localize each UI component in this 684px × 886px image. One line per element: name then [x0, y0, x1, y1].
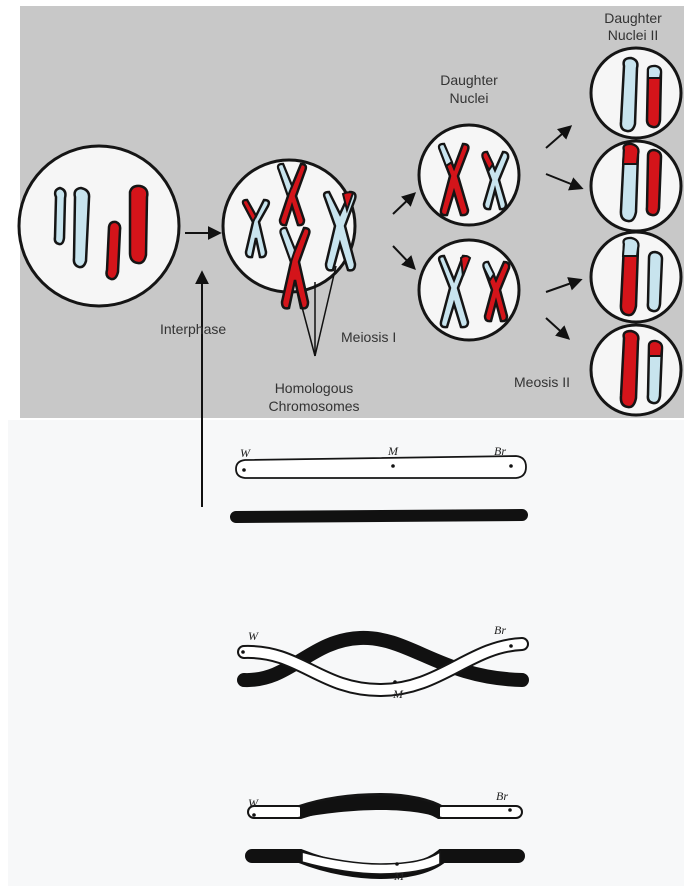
gene-label-br: Br — [494, 624, 506, 636]
gene-locus-br — [509, 464, 513, 468]
chromosomes-label: Chromosomes — [244, 398, 384, 414]
chromosome-red — [130, 186, 147, 263]
daughter-nucleus-2-d — [591, 325, 681, 415]
interphase-label: Interphase — [160, 321, 226, 337]
chromosome-light — [55, 188, 66, 244]
daughter-nuclei-label-line-2: Nuclei — [424, 90, 514, 106]
daughter-nuclei-2-label-line-1: Daughter — [588, 10, 678, 26]
gene-label-w: W — [248, 630, 258, 642]
gene-locus-w — [242, 468, 246, 472]
meiosis-2-label: Meosis II — [514, 374, 570, 390]
gene-label-w: W — [240, 447, 250, 459]
daughter-nuclei-label-line-1: Daughter — [424, 72, 514, 88]
daughter-nucleus-2-c — [591, 232, 681, 322]
gene-label-w: W — [248, 797, 258, 809]
daughter-nucleus-top — [419, 125, 519, 225]
chromosome-light — [74, 188, 89, 267]
daughter-nucleus-bottom — [419, 240, 519, 340]
gene-label-br: Br — [494, 445, 506, 457]
chromosome-red — [107, 222, 121, 279]
homologous-label: Homologous — [244, 380, 384, 396]
gene-locus-w — [252, 813, 256, 817]
gene-locus-m — [395, 862, 399, 866]
gene-locus-br — [509, 644, 513, 648]
crossing-over-paper — [8, 420, 684, 886]
gene-locus-m — [393, 680, 397, 684]
interphase-cell — [19, 146, 179, 306]
gene-label-m: M — [393, 688, 403, 700]
gene-label-m: M — [388, 445, 398, 457]
gene-locus-w — [241, 650, 245, 654]
daughter-nucleus-2-a — [591, 48, 681, 138]
gene-locus-m — [391, 464, 395, 468]
gene-locus-br — [508, 808, 512, 812]
gene-label-br: Br — [496, 790, 508, 802]
gene-label-m: M — [394, 870, 404, 882]
meiosis-1-label: Meiosis I — [341, 329, 396, 345]
daughter-nucleus-2-b — [591, 141, 681, 231]
daughter-nuclei-2-label-line-2: Nuclei II — [588, 27, 678, 43]
